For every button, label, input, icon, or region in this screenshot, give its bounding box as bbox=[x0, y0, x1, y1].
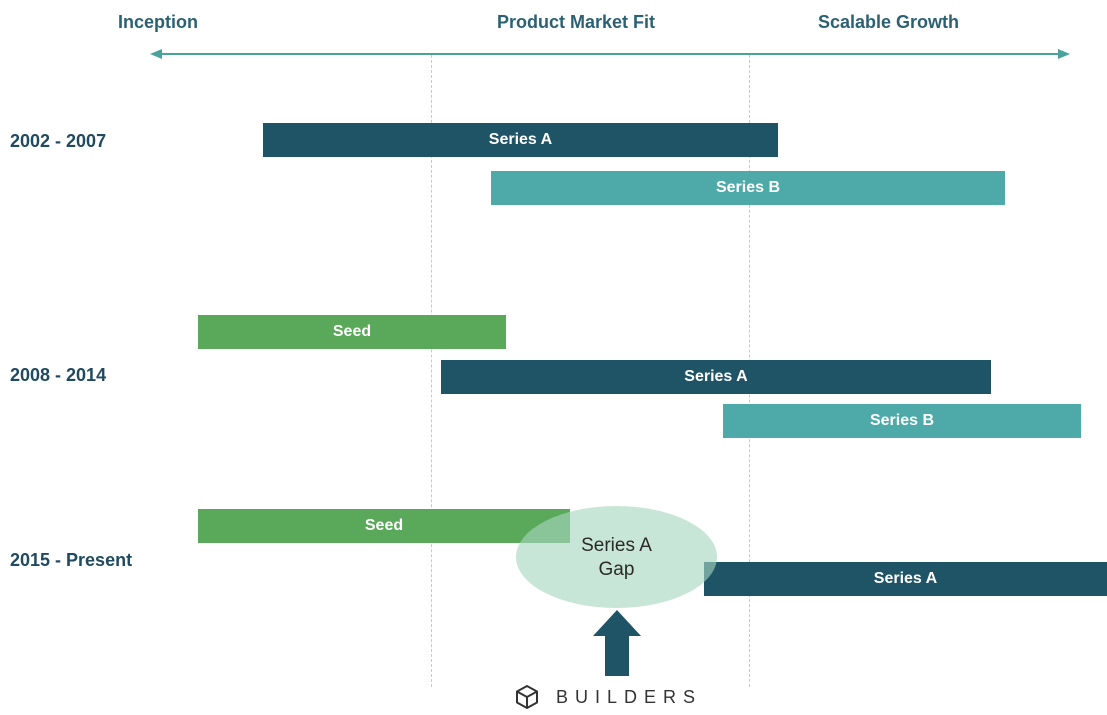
cube-icon bbox=[516, 685, 538, 709]
stage-label-product-market-fit: Product Market Fit bbox=[497, 12, 656, 32]
stage-divider-left bbox=[431, 55, 432, 687]
up-arrow-icon bbox=[593, 610, 641, 676]
bar-2008-2014-series-b: Series B bbox=[723, 404, 1081, 438]
bar-2002-2007-series-b: Series B bbox=[491, 171, 1005, 205]
series-a-gap-ellipse bbox=[516, 506, 717, 608]
series-a-gap-line1: Series A bbox=[581, 535, 652, 556]
era-label-2008-2014: 2008 - 2014 bbox=[10, 365, 107, 385]
bar-2008-2014-series-a: Series A bbox=[441, 360, 991, 394]
bar-2015-present-seed: Seed bbox=[198, 509, 570, 543]
series-a-gap-label: Series A Gap bbox=[516, 534, 717, 582]
brand-name: BUILDERS bbox=[556, 686, 703, 707]
timeline-arrow bbox=[150, 49, 1070, 59]
stage-label-scalable-growth: Scalable Growth bbox=[818, 12, 960, 32]
era-label-2002-2007: 2002 - 2007 bbox=[10, 131, 107, 151]
series-a-gap-line2: Gap bbox=[598, 559, 635, 580]
bar-2002-2007-series-a: Series A bbox=[263, 123, 778, 157]
bar-2008-2014-seed: Seed bbox=[198, 315, 506, 349]
stage-label-inception: Inception bbox=[118, 12, 198, 32]
brand: BUILDERS bbox=[514, 684, 702, 710]
era-label-2015-present: 2015 - Present bbox=[10, 550, 133, 570]
bar-2015-present-series-a: Series A bbox=[704, 562, 1107, 596]
